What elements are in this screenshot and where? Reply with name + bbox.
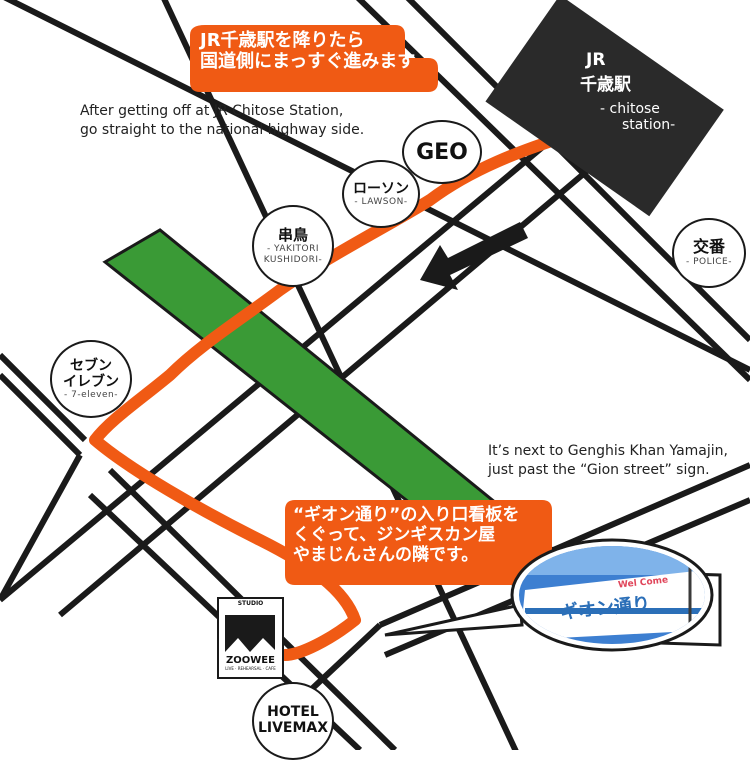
landmark-lawson-jp: ローソン <box>353 180 409 197</box>
landmark-lawson: ローソン - LAWSON- <box>342 160 420 228</box>
top-instruction-en: After getting off at JR Chitose Station,… <box>80 102 364 140</box>
top-instruction-jp-line2: 国道側にまっすぐ進みます <box>200 51 416 73</box>
road-left-2 <box>0 372 83 458</box>
landmark-lawson-en: - LAWSON- <box>354 196 408 207</box>
direction-arrow-icon <box>420 222 528 290</box>
landmark-hotel-livemax: HOTEL LIVEMAX <box>252 682 334 760</box>
route-line <box>89 126 586 661</box>
landmark-seven-eleven: セブン イレブン - 7-eleven- <box>50 340 132 418</box>
road-ne-sw-2 <box>355 0 750 383</box>
top-instruction-jp: JR千歳駅を降りたら 国道側にまっすぐ進みます <box>200 30 415 72</box>
bottom-instruction-jp-line2: くぐって、ジンギスカン屋 <box>293 525 496 546</box>
bottom-bubble-shape <box>285 500 552 585</box>
photo-callout <box>384 538 722 652</box>
logo-top: STUDIO <box>237 600 264 607</box>
station-name-line2: 千歳駅 <box>580 75 631 95</box>
landmark-geo-label: GEO <box>416 139 468 165</box>
station-en-line1: - chitose <box>600 101 660 117</box>
bottom-instruction-en-line2: just past the “Gion street” sign. <box>488 461 710 478</box>
landmark-kushidori-jp: 串鳥 <box>277 225 308 244</box>
landmark-kushidori: 串鳥 - YAKITORI KUSHIDORI- <box>252 205 334 287</box>
landmark-hotel-line1: HOTEL <box>267 704 319 720</box>
landmark-kushidori-en-line1: - YAKITORI <box>266 243 320 254</box>
landmark-police-en: - POLICE- <box>685 256 732 267</box>
bottom-instruction-jp: “ギオン通り”の入り口看板を くぐって、ジンギスカン屋 やまじんさんの隣です。 <box>293 505 519 565</box>
road-left-1 <box>0 352 88 443</box>
bottom-instruction-en-line1: It’s next to Genghis Khan Yamajin, <box>488 443 728 459</box>
zoowee-logo <box>217 597 284 679</box>
logo-sub: LIVE · REHEARSAL · CAFE <box>225 666 276 671</box>
landmark-police-jp: 交番 <box>692 237 725 257</box>
logo-name: ZOOWEE <box>226 655 275 666</box>
bottom-instruction-en: It’s next to Genghis Khan Yamajin, just … <box>488 442 728 480</box>
station-en-line2: station- <box>622 117 676 133</box>
landmark-seven-jp-line1: セブン <box>70 357 112 374</box>
top-instruction-en-line1: After getting off at JR Chitose Station, <box>80 103 344 119</box>
landmark-hotel-line2: LIVEMAX <box>257 720 329 737</box>
top-bubble-shape <box>190 25 438 92</box>
landmark-kushidori-en-line2: KUSHIDORI- <box>263 254 323 265</box>
bottom-instruction-jp-line1: “ギオン通り”の入り口看板を <box>293 505 520 525</box>
logo-text: STUDIO ZOOWEE LIVE · REHEARSAL · CAFE <box>218 600 283 671</box>
landmark-police: 交番 - POLICE- <box>672 218 746 288</box>
top-instruction-jp-line1: JR千歳駅を降りたら <box>200 30 365 51</box>
station-label: JR 千歳駅 - chitose station- <box>558 50 708 133</box>
top-instruction-en-line2: go straight to the national highway side… <box>80 121 365 138</box>
bottom-instruction-jp-line3: やまじんさんの隣です。 <box>293 545 479 566</box>
road-left-3 <box>0 453 83 602</box>
station-name-line1: JR <box>586 50 606 70</box>
landmark-seven-en: - 7-eleven- <box>64 389 118 400</box>
landmark-geo: GEO <box>402 120 482 184</box>
landmark-seven-jp-line2: イレブン <box>63 373 119 390</box>
